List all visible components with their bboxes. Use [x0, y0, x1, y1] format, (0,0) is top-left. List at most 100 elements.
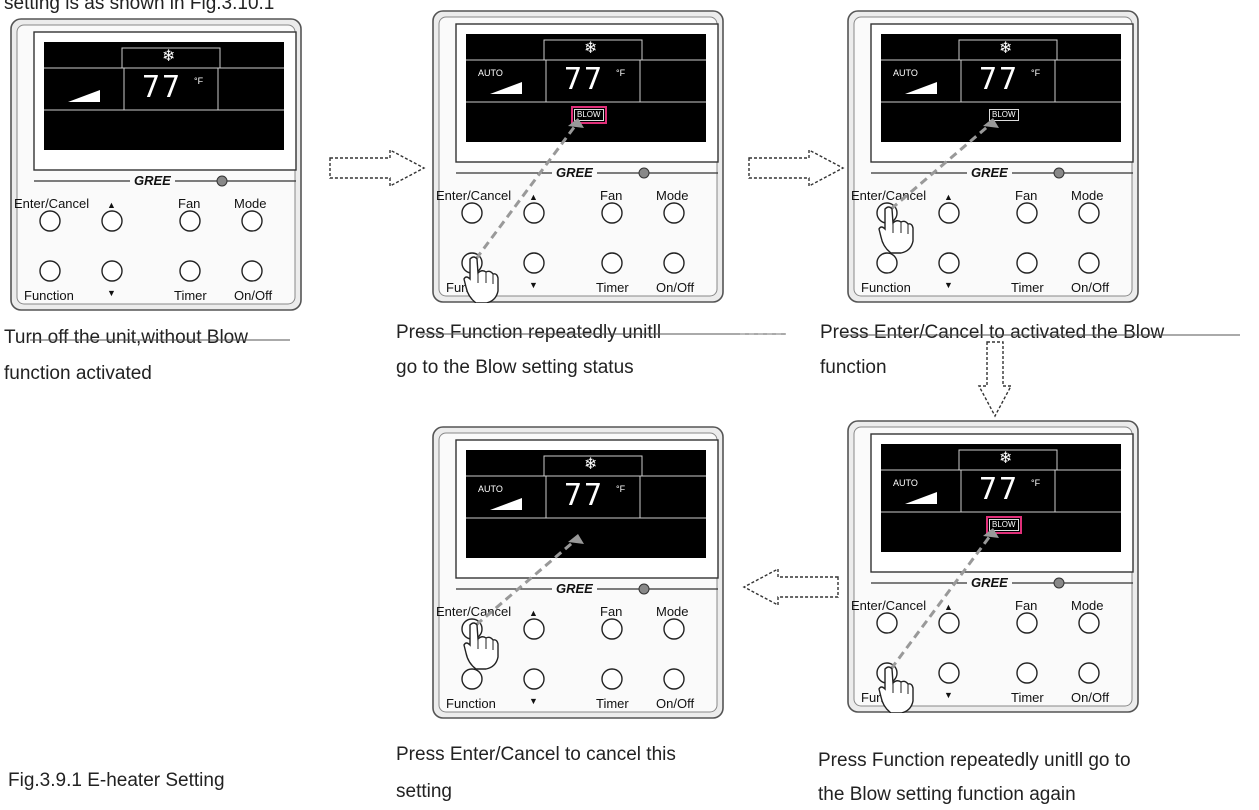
button-circle-bottom-2 — [1016, 662, 1038, 684]
button-circle-bottom-1 — [938, 252, 960, 274]
guide-arrow-line — [889, 531, 995, 670]
button-circle-bottom-3 — [241, 260, 263, 282]
up-arrow-label: ▲ — [529, 192, 538, 202]
caption-step1-line2: function activated — [4, 363, 152, 384]
mode-button[interactable] — [241, 210, 263, 232]
temperature-readout: 77 — [979, 62, 1020, 97]
mode-icon-box — [543, 455, 643, 477]
sensor-dot — [1053, 577, 1065, 589]
auto-label: AUTO — [893, 68, 918, 78]
press-guide — [878, 528, 999, 713]
button-circle-top-2 — [1016, 612, 1038, 634]
mode-icon-box — [958, 39, 1058, 61]
button-circle-bottom-1 — [101, 260, 123, 282]
button-circle-top-2 — [1016, 202, 1038, 224]
up-button[interactable] — [101, 210, 123, 232]
temperature-readout: 77 — [142, 70, 183, 105]
mode-icon-box — [958, 449, 1058, 471]
down-button[interactable] — [101, 260, 123, 282]
fan-button[interactable] — [179, 210, 201, 232]
timer-label: Timer — [174, 288, 207, 303]
temperature-unit: °F — [616, 68, 626, 78]
button-circle-bottom-2 — [1016, 252, 1038, 274]
fan-label: Fan — [1015, 188, 1038, 203]
snowflake-icon: ❄ — [999, 38, 1013, 57]
caption-step3-line1: Press Enter/Cancel to activated the Blow — [820, 322, 1165, 343]
snowflake-icon: ❄ — [584, 38, 598, 57]
mode-label: Mode — [656, 604, 689, 619]
button-circle-bottom-2 — [601, 252, 623, 274]
flow-arrow-down — [977, 341, 1013, 418]
panel-graphics — [432, 10, 724, 303]
button-circle-bottom-3 — [663, 668, 685, 690]
on-off-button[interactable] — [241, 260, 263, 282]
on-off-label: On/Off — [656, 280, 695, 295]
caption-step2-line2: go to the Blow setting status — [396, 357, 634, 378]
gree-logo: GREE — [967, 165, 1012, 180]
caption-step5-line1: Press Function repeatedly unitll go to — [818, 750, 1131, 771]
mode-icon-box — [121, 47, 221, 69]
button-circle-top-2 — [601, 202, 623, 224]
fan-label: Fan — [178, 196, 201, 211]
timer-label: Timer — [596, 280, 629, 295]
down-arrow-label: ▼ — [107, 288, 116, 298]
enter-cancel-button[interactable] — [39, 210, 61, 232]
up-arrow-label: ▲ — [529, 608, 538, 618]
on-off-label: On/Off — [656, 696, 695, 711]
temperature-readout: 77 — [979, 472, 1020, 507]
up-arrow-label: ▲ — [944, 192, 953, 202]
button-circle-top-0 — [461, 202, 483, 224]
up-arrow-label: ▲ — [944, 602, 953, 612]
down-arrow-label: ▼ — [529, 280, 538, 290]
function-label: Function — [24, 288, 74, 303]
button-circle-top-1 — [523, 618, 545, 640]
press-guide — [463, 534, 584, 670]
gree-logo: GREE — [552, 165, 597, 180]
panel-graphics — [432, 426, 724, 719]
button-circle-top-3 — [1078, 612, 1100, 634]
mode-label: Mode — [656, 188, 689, 203]
down-arrow-label: ▼ — [529, 696, 538, 706]
fan-label: Fan — [600, 604, 623, 619]
hand-pointer-icon — [463, 622, 499, 670]
sensor-dot — [638, 583, 650, 595]
snowflake-icon: ❄ — [584, 454, 598, 473]
caption-step4-line1: Press Enter/Cancel to cancel this — [396, 744, 676, 765]
button-circle-bottom-1 — [523, 252, 545, 274]
button-circle-top-0 — [876, 612, 898, 634]
button-circle-bottom-3 — [1078, 662, 1100, 684]
timer-button[interactable] — [179, 260, 201, 282]
button-circle-bottom-0 — [876, 252, 898, 274]
blow-indicator: BLOW — [989, 109, 1019, 121]
sensor-dot — [638, 167, 650, 179]
mode-label: Mode — [1071, 598, 1104, 613]
up-arrow-label: ▲ — [107, 200, 116, 210]
function-label: Function — [861, 280, 911, 295]
mode-icon-box — [543, 39, 643, 61]
blow-indicator: BLOW — [571, 106, 607, 124]
gree-logo: GREE — [552, 581, 597, 596]
on-off-label: On/Off — [1071, 690, 1110, 705]
snowflake-icon: ❄ — [999, 448, 1013, 467]
enter-cancel-label: Enter/Cancel — [14, 196, 90, 211]
on-off-label: On/Off — [234, 288, 273, 303]
temperature-unit: °F — [616, 484, 626, 494]
timer-label: Timer — [1011, 690, 1044, 705]
button-circle-top-0 — [39, 210, 61, 232]
press-guide — [878, 118, 999, 254]
guide-arrow-head — [568, 534, 584, 544]
hand-pointer-icon — [878, 206, 914, 254]
blow-indicator: BLOW — [986, 516, 1022, 534]
gree-logo: GREE — [967, 575, 1012, 590]
controller-panel-5: ❄AUTO77°FBLOWGREEEnter/Cancel▲FanModeFun… — [847, 420, 1139, 713]
button-circle-bottom-0 — [461, 668, 483, 690]
button-circle-bottom-2 — [601, 668, 623, 690]
function-button[interactable] — [39, 260, 61, 282]
flow-arrow-right-1 — [329, 148, 426, 188]
button-circle-top-1 — [938, 612, 960, 634]
caption-step4-line2: setting — [396, 781, 452, 802]
down-arrow-label: ▼ — [944, 280, 953, 290]
temperature-readout: 77 — [564, 62, 605, 97]
